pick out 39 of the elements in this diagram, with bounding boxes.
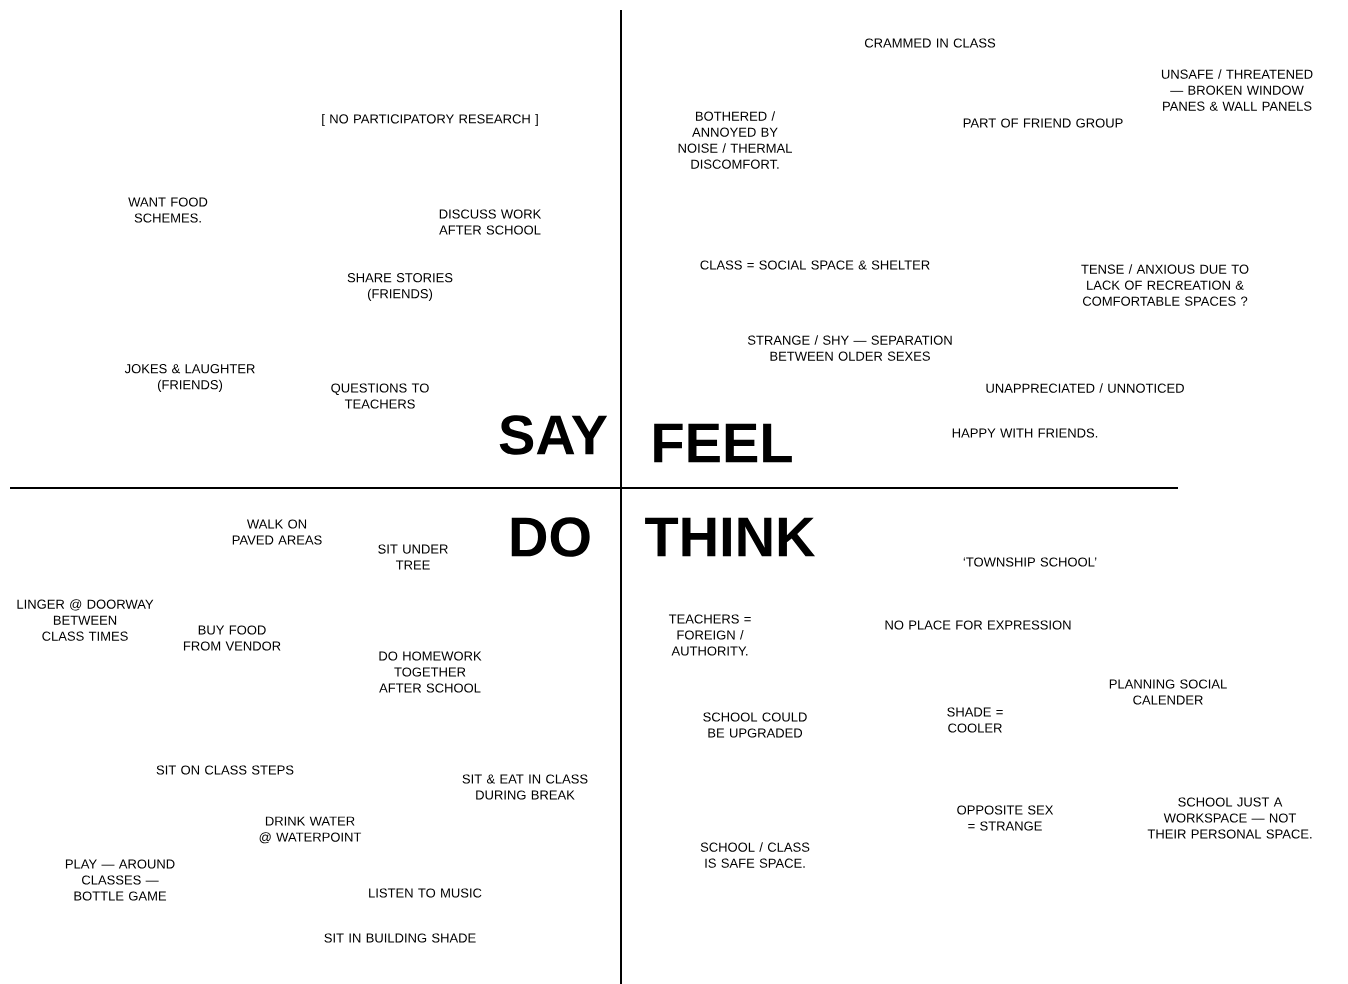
handwritten-note: HAPPY WITH FRIENDS. [952, 428, 1098, 438]
handwritten-note: SIT UNDER TREE [378, 544, 448, 570]
handwritten-note: LISTEN TO MUSIC [369, 888, 482, 898]
handwritten-note: SIT IN BUILDING SHADE [324, 933, 476, 943]
handwritten-note: SHADE = COOLER [947, 707, 1003, 733]
handwritten-note: SHARE STORIES (FRIENDS) [347, 273, 453, 301]
quadrant-heading: FEEL [654, 423, 792, 463]
handwritten-note: SIT ON CLASS STEPS [156, 765, 294, 775]
handwritten-note: OPPOSITE SEX = STRANGE [957, 805, 1054, 831]
handwritten-note: QUESTIONS TO TEACHERS [331, 383, 429, 409]
quadrant-heading: THINK [645, 517, 816, 557]
handwritten-note: UNAPPRECIATED / UNNOTICED [986, 383, 1184, 393]
handwritten-note: BOTHERED / ANNOYED BY NOISE / THERMAL DISCOMFORT. [678, 111, 792, 169]
handwritten-note: CRAMMED IN CLASS [864, 38, 996, 48]
handwritten-note: PART OF FRIEND GROUP [963, 118, 1123, 128]
handwritten-note: LINGER @ DOORWAY BETWEEN CLASS TIMES [17, 599, 154, 641]
handwritten-note: TENSE / ANXIOUS DUE TO LACK OF RECREATION & COMFORTABLE SPACES ? [1081, 264, 1249, 306]
handwritten-note: CLASS = SOCIAL SPACE & SHELTER [700, 260, 930, 270]
handwritten-note: [ NO PARTICIPATORY RESEARCH ] [322, 113, 538, 127]
handwritten-note: WANT FOOD SCHEMES. [128, 197, 208, 223]
handwritten-note: PLANNING SOCIAL CALENDER [1109, 679, 1227, 705]
handwritten-note: DISCUSS WORK AFTER SCHOOL [439, 209, 542, 235]
handwritten-note: ‘TOWNSHIP SCHOOL’ [963, 557, 1097, 567]
handwritten-note: TEACHERS = FOREIGN / AUTHORITY. [668, 614, 751, 656]
quadrant-heading: SAY [499, 415, 608, 455]
handwritten-note: DO HOMEWORK TOGETHER AFTER SCHOOL [379, 651, 482, 693]
handwritten-note: NO PLACE FOR EXPRESSION [885, 620, 1071, 630]
handwritten-note: SCHOOL COULD BE UPGRADED [703, 712, 807, 738]
handwritten-note: WALK ON PAVED AREAS [232, 519, 322, 545]
handwritten-note: SCHOOL / CLASS IS SAFE SPACE. [700, 842, 810, 868]
handwritten-note: BUY FOOD FROM VENDOR [183, 625, 281, 651]
quadrant-heading: DO [511, 517, 590, 557]
handwritten-note: DRINK WATER @ WATERPOINT [259, 816, 362, 844]
handwritten-note: PLAY — AROUND CLASSES — BOTTLE GAME [65, 859, 175, 901]
handwritten-note: SIT & EAT IN CLASS DURING BREAK [462, 774, 588, 800]
handwritten-note: JOKES & LAUGHTER (FRIENDS) [124, 364, 255, 392]
handwritten-note: UNSAFE / THREATENED — BROKEN WINDOW PANES & WALL PANELS [1161, 69, 1313, 111]
handwritten-note: STRANGE / SHY — SEPARATION BETWEEN OLDER SEXES [747, 335, 952, 361]
handwritten-note: SCHOOL JUST A WORKSPACE — NOT THEIR PERSONAL SPACE. [1147, 797, 1312, 839]
